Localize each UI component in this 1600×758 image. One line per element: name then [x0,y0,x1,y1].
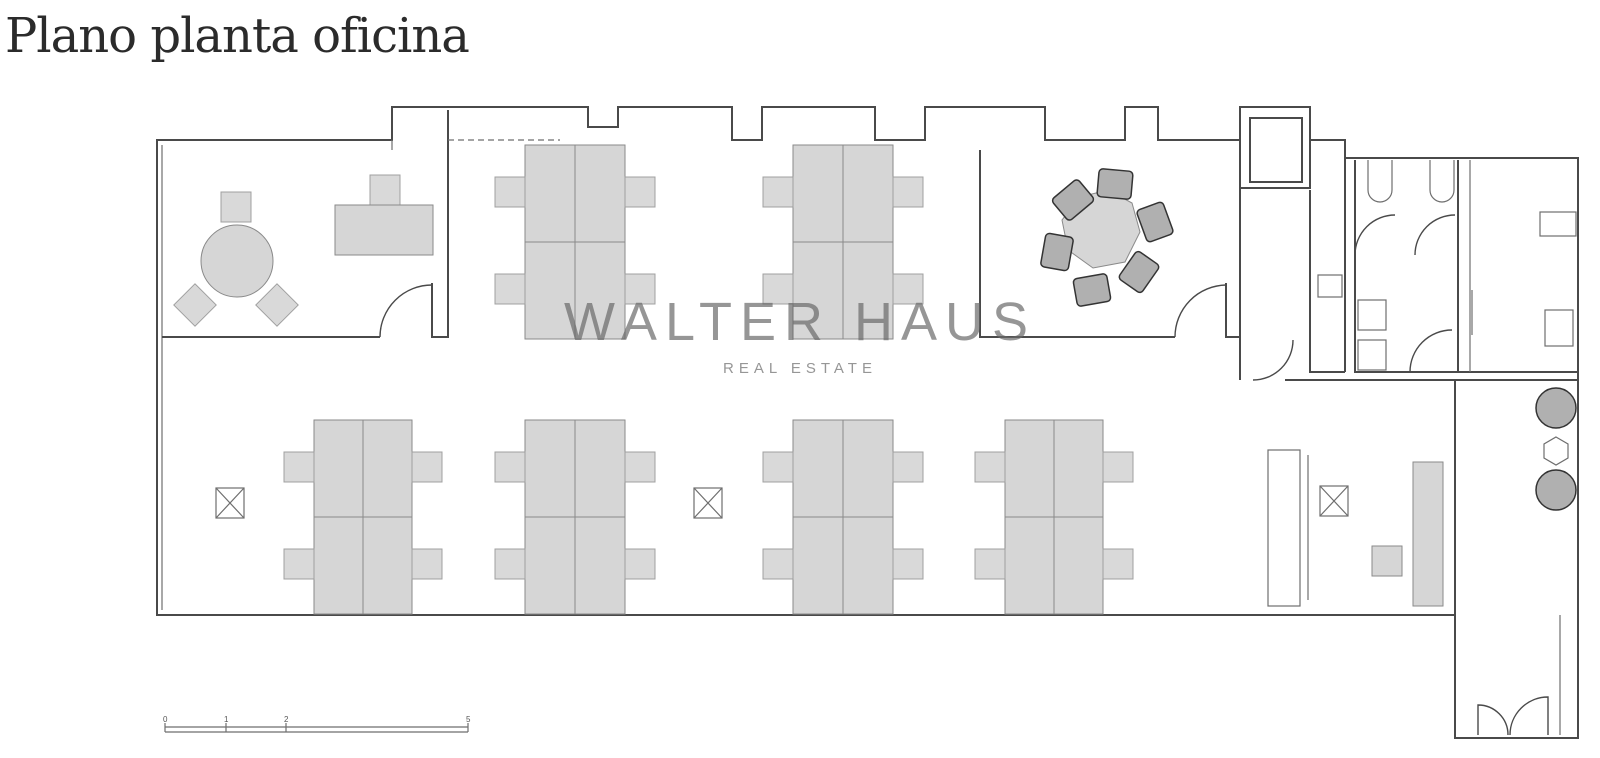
desk-cluster [974,419,1134,615]
scale-bar: 0 1 2 5 [163,715,471,733]
watermark-tagline: REAL ESTATE [723,360,877,377]
scale-tick-label: 0 [163,715,168,724]
desk-cluster [494,144,656,340]
doors [379,214,1549,736]
bathroom-fixtures [1317,160,1577,371]
page-title: Plano planta oficina [5,8,470,64]
room-dividers [162,110,1578,735]
watermark-brand: WALTER HAUS [564,292,1036,352]
kitchen-area [1267,387,1577,607]
outer-walls [156,106,1579,739]
desk-cluster [494,419,656,615]
structural-columns [215,485,1349,519]
scale-tick-label: 1 [224,715,229,724]
meeting-table-round [173,191,299,327]
watermark: WALTER HAUS REAL ESTATE [564,292,1036,377]
manager-desk [334,174,434,256]
scale-tick-label: 5 [466,715,471,724]
desk-cluster [762,144,924,340]
desk-cluster [283,419,443,615]
desk-cluster [762,419,924,615]
conference-table [1040,168,1174,307]
scale-tick-label: 2 [284,715,289,724]
